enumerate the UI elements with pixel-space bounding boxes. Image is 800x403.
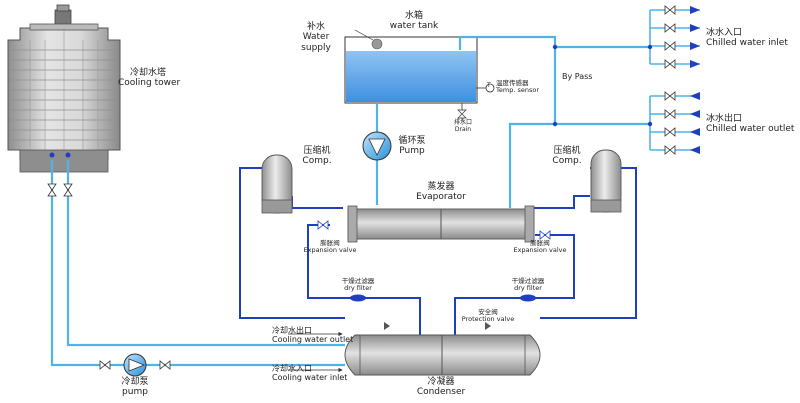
cooling-pump-en: pump — [122, 387, 148, 398]
cw-outlet-zh: 冷却水出口 — [272, 326, 312, 335]
cooling-tower-zh: 冷却水塔 — [129, 68, 166, 78]
protection-valve-zh: 安全阀 — [478, 308, 498, 316]
temp-sensor-zh: 温度传感器 — [496, 79, 529, 87]
dry-filter-right-en: dry filter — [514, 284, 542, 293]
comp-right-zh: 压缩机 — [553, 146, 581, 156]
drain-zh: 排水口 — [453, 119, 472, 126]
circulation-pump — [362, 131, 392, 161]
protection-valve-icon — [384, 322, 491, 330]
cooling-tower-en: Cooling tower — [118, 78, 181, 89]
cw-outlet-en: Cooling water outlet — [272, 335, 354, 345]
cw-inlet-zh: 冷却水入口 — [272, 364, 312, 373]
water-supply-label: 补水 Water supply — [296, 22, 336, 53]
water-tank-en: water tank — [389, 21, 439, 32]
dry-filter-left-label: 干燥过滤器 dry filter — [332, 277, 384, 293]
cooling-pump — [123, 353, 147, 377]
manifold-valves — [664, 5, 676, 155]
cooling-tower-label: 冷却水塔 Cooling tower — [118, 68, 181, 89]
chilled-outlet-label: 冰水出口 Chilled water outlet — [706, 114, 794, 135]
condenser-zh: 冷凝器 — [427, 377, 455, 387]
cw-outlet-label: 冷却水出口 Cooling water outlet — [272, 326, 353, 344]
compressor-left — [261, 154, 293, 214]
exp-valve-right-en: Expansion valve — [513, 246, 567, 255]
water-tank — [344, 29, 478, 104]
chilled-inlet-zh: 冰水入口 — [706, 28, 743, 38]
protection-valve-en: Protection valve — [461, 315, 515, 324]
cw-inlet-en: Cooling water inlet — [272, 373, 348, 383]
chilled-outlet-zh: 冰水出口 — [706, 114, 743, 124]
comp-right-label: 压缩机 Comp. — [546, 146, 588, 167]
exp-valve-left-zh: 膨胀阀 — [320, 239, 340, 247]
circ-pump-zh: 循环泵 — [398, 136, 426, 146]
chilled-outlet-en: Chilled water outlet — [706, 124, 795, 135]
dry-filter-right-zh: 干燥过滤器 — [511, 277, 545, 285]
evaporator — [347, 205, 535, 243]
compressor-right — [590, 149, 622, 213]
dry-filter-right-label: 干燥过滤器 dry filter — [502, 277, 554, 293]
exp-valve-left-en: Expansion valve — [303, 246, 357, 255]
circ-pump-label: 循环泵 Pump — [394, 136, 430, 157]
exp-valve-right-zh: 膨胀阀 — [530, 239, 550, 247]
protection-valve-label: 安全阀 Protection valve — [458, 308, 518, 324]
exp-valve-right-label: 膨胀阀 Expansion valve — [510, 239, 570, 255]
water-supply-en1: Water — [302, 32, 330, 43]
evaporator-label: 蒸发器 Evaporator — [408, 182, 474, 203]
cooling-tower — [7, 4, 121, 173]
chilled-inlet-label: 冰水入口 Chilled water inlet — [706, 28, 788, 49]
drain-valve — [457, 103, 467, 120]
water-tank-label: 水箱 water tank — [378, 11, 450, 32]
exp-valve-left-label: 膨胀阀 Expansion valve — [300, 239, 360, 255]
temp-sensor-en: Temp. sensor — [496, 86, 539, 95]
drain-en: Drain — [454, 125, 472, 133]
chilled-inlet-en: Chilled water inlet — [706, 38, 788, 49]
water-pipes — [50, 35, 650, 367]
comp-right-en: Comp. — [552, 156, 582, 167]
comp-left-label: 压缩机 Comp. — [296, 146, 338, 167]
cooling-pump-zh: 冷却泵 — [121, 377, 149, 387]
dry-filter-left-zh: 干燥过滤器 — [341, 277, 375, 285]
water-supply-en2: supply — [301, 42, 331, 53]
evaporator-en: Evaporator — [416, 192, 466, 203]
temp-sensor-symbol: T — [487, 82, 491, 89]
dry-filter-left-en: dry filter — [344, 284, 372, 293]
evaporator-zh: 蒸发器 — [427, 182, 455, 192]
temp-sensor — [476, 83, 495, 93]
circ-pump-en: Pump — [399, 146, 425, 157]
temp-sensor-label: 温度传感器 Temp. sensor — [496, 79, 539, 95]
dry-filters — [350, 294, 536, 302]
condenser-label: 冷凝器 Condenser — [408, 377, 474, 398]
bypass-label: By Pass — [562, 72, 593, 81]
comp-left-zh: 压缩机 — [303, 146, 331, 156]
drain-label: 排水口 Drain — [450, 119, 476, 134]
water-supply-zh: 补水 — [306, 22, 325, 32]
condenser-en: Condenser — [416, 387, 466, 398]
comp-left-en: Comp. — [302, 156, 332, 167]
cw-inlet-label: 冷却水入口 Cooling water inlet — [272, 364, 347, 382]
cooling-pump-label: 冷却泵 pump — [110, 377, 160, 398]
water-tank-zh: 水箱 — [404, 11, 423, 21]
condenser — [344, 334, 541, 376]
